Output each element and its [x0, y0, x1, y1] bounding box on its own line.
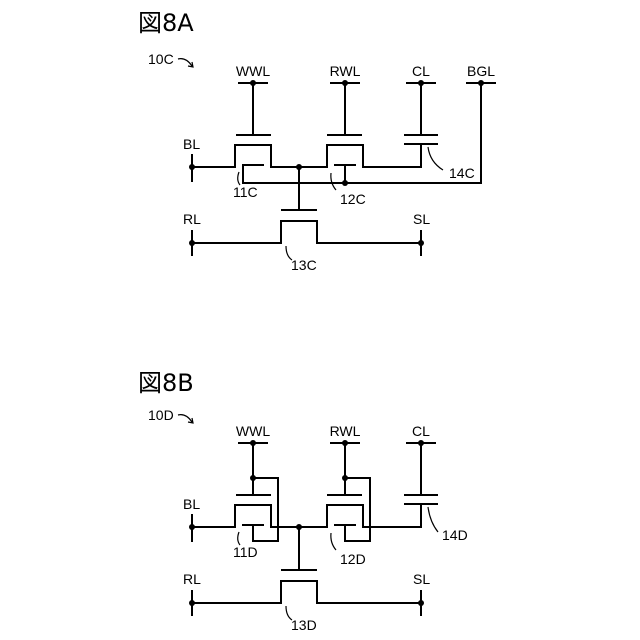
transistor-11c-label: 11C: [233, 184, 258, 200]
rwl-label: RWL: [330, 423, 361, 439]
word-lines: [239, 440, 435, 495]
leader-14c: [428, 147, 443, 170]
rwl-label: RWL: [330, 63, 361, 79]
capacitor-14d-label: 14D: [442, 527, 468, 543]
capacitor-14c: [405, 135, 437, 167]
leader-12d: [331, 533, 336, 550]
figure-title: 図8B: [138, 369, 194, 397]
capacitor-14c-label: 14C: [449, 165, 475, 181]
cell-label: 10D: [148, 407, 174, 423]
transistor-12d: [327, 478, 370, 541]
transistor-13c-label: 13C: [291, 257, 317, 273]
cl-label: CL: [412, 423, 430, 439]
wwl-label: WWL: [236, 423, 270, 439]
figure-8a: 図8A 10C WWL RWL CL BGL: [138, 9, 495, 273]
sl-label: SL: [413, 211, 430, 227]
bl-label: BL: [183, 136, 200, 152]
cell-label: 10C: [148, 51, 174, 67]
transistor-11d-label: 11D: [233, 544, 258, 560]
leader-12c: [331, 173, 336, 190]
cell-arrow-icon: [178, 415, 193, 423]
rl-label: RL: [183, 211, 201, 227]
bl-label: BL: [183, 496, 200, 512]
figure-8b: 図8B 10D WWL RWL CL BL: [138, 369, 468, 633]
rl-label: RL: [183, 571, 201, 587]
sl-label: SL: [413, 571, 430, 587]
transistor-12d-label: 12D: [340, 551, 366, 567]
transistor-12c-label: 12C: [340, 191, 366, 207]
transistor-12c: [327, 145, 363, 186]
bgl-label: BGL: [467, 63, 495, 79]
transistor-13d: [192, 527, 421, 603]
figure-title: 図8A: [138, 9, 194, 37]
transistor-13c: [192, 167, 421, 243]
cell-arrow-icon: [178, 59, 193, 67]
cl-label: CL: [412, 63, 430, 79]
leader-14d: [428, 507, 438, 532]
transistor-13d-label: 13D: [291, 617, 317, 633]
transistor-11d: [235, 478, 278, 541]
transistor-11c: [235, 145, 271, 183]
wwl-label: WWL: [236, 63, 270, 79]
word-lines: [239, 80, 495, 135]
